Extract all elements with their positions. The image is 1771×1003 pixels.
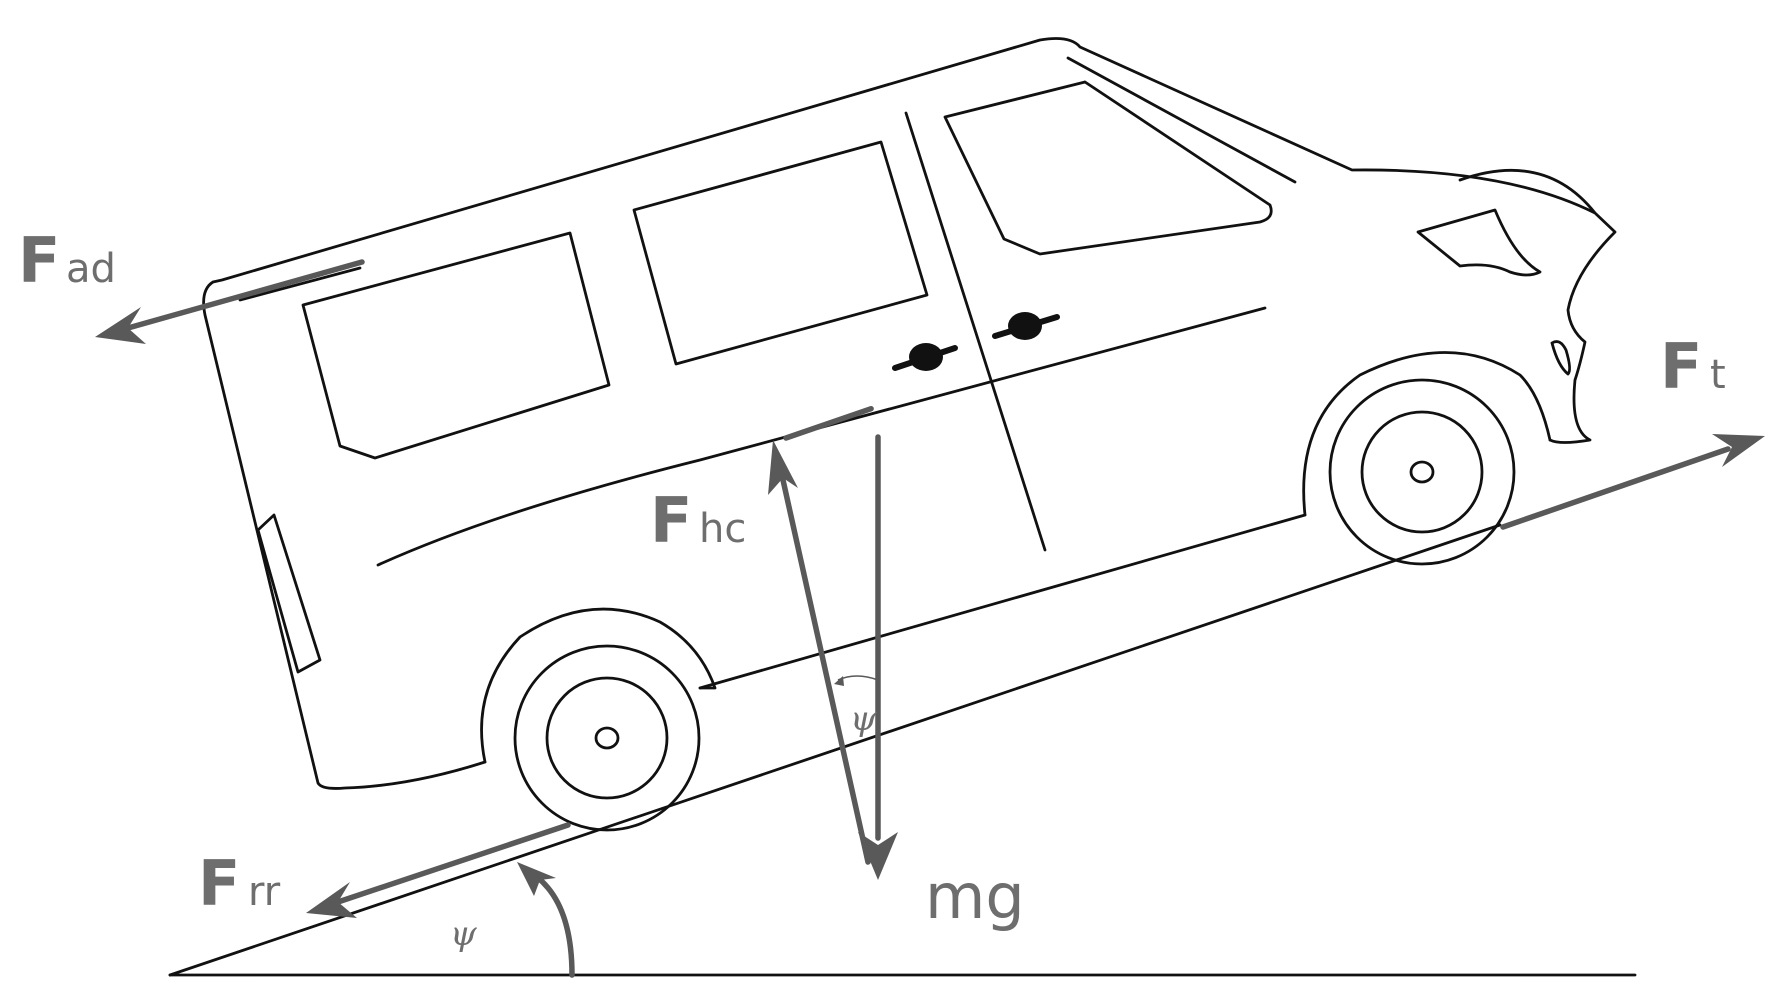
label-f-ad: F ad [18,224,116,297]
rear-wheel [513,644,701,832]
psi-angle-arc-body [834,675,879,686]
front-rim [1360,410,1484,534]
psi-angle-arc-slope [517,862,575,978]
headlight [1416,208,1542,277]
f-hc-arrow [768,440,871,865]
rear-bumper-light [256,513,322,674]
label-f-t-main: F [1660,330,1702,403]
mg-arrow [783,405,898,880]
label-psi-slope: ψ [450,914,477,954]
label-psi-body: ψ [850,699,877,739]
label-f-ad-main: F [18,224,60,297]
ground-and-slope [168,523,1637,977]
label-f-hc: F hc [650,484,746,557]
f-t-arrow [1500,434,1765,530]
label-f-hc-sub: hc [699,506,746,552]
label-f-ad-sub: ad [66,246,116,292]
middle-window [632,140,929,366]
front-wheel [1328,378,1516,566]
label-f-hc-main: F [650,484,692,557]
slope-line [168,523,1502,977]
front-wheel-arch [1302,351,1552,517]
rear-wheel-arch [480,607,717,764]
door-handle-front [992,312,1060,340]
label-mg: mg [925,860,1025,933]
roof-rail [238,56,1297,302]
rear-tire [513,644,701,832]
sliding-door-seam [904,111,1047,552]
label-f-t: F t [1660,330,1726,403]
front-tire [1328,378,1516,566]
body-side-crease [376,306,1267,567]
windshield [943,80,1273,256]
door-handle-rear [892,343,958,371]
label-f-rr-sub: rr [248,869,281,915]
label-f-rr-main: F [198,847,240,920]
rear-rim [545,676,669,800]
rear-window [301,231,611,460]
label-f-rr: F rr [198,847,281,920]
rear-hub [594,726,620,750]
front-hub [1409,460,1435,484]
front-indicator [1550,340,1571,376]
label-f-t-sub: t [1710,352,1726,398]
van-illustration [202,37,1617,832]
f-rr-arrow [306,822,571,918]
f-ad-arrow [95,259,365,344]
van-body-outline [202,37,1617,790]
